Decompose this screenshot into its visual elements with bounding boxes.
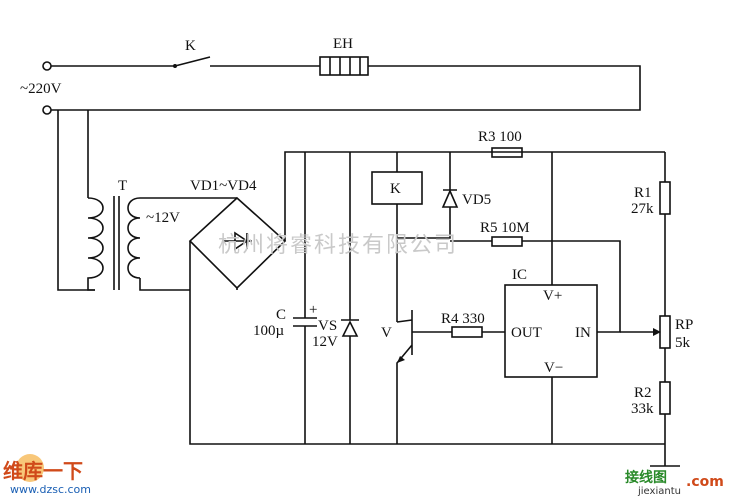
vd5-label: VD5 <box>462 192 491 208</box>
transistor-v <box>396 310 452 444</box>
resistor-r3 <box>491 147 523 158</box>
cap-plus: + <box>309 302 317 318</box>
zener-value: 12V <box>312 334 338 350</box>
switch-k-label: K <box>185 38 196 54</box>
r2-label: R2 <box>634 385 652 401</box>
r2-value: 33k <box>631 401 654 417</box>
ic-in: IN <box>575 325 591 341</box>
bridge-label: VD1~VD4 <box>190 178 257 194</box>
heater-label: EH <box>333 36 353 52</box>
primary-leads <box>57 110 95 291</box>
r5-label: R5 10M <box>480 220 530 236</box>
r3-label: R3 100 <box>478 129 522 145</box>
r4-label: R4 330 <box>441 311 485 327</box>
watermark: 杭州将睿科技有限公司 <box>218 233 458 258</box>
primary-coil <box>87 197 104 291</box>
r2-to-ground <box>650 414 680 467</box>
terminal-top <box>42 61 52 71</box>
wiper-arrow <box>653 328 661 336</box>
terminal-bottom <box>42 105 52 115</box>
ic-vminus: V− <box>544 360 563 376</box>
logo-right-com: .com <box>686 474 724 490</box>
rp-label: RP <box>675 317 693 333</box>
resistor-r1 <box>659 181 671 215</box>
heater-elements <box>329 57 361 75</box>
ic-vplus: V+ <box>543 288 562 304</box>
rp-value: 5k <box>675 335 691 351</box>
mains-label: ~220V <box>20 81 62 97</box>
resistor-r5 <box>491 236 523 247</box>
logo-right-url: jiexiantu <box>637 486 681 497</box>
logo-left-title: 维库一下 <box>3 459 83 483</box>
relay-label: K <box>390 181 401 197</box>
r1-value: 27k <box>631 201 654 217</box>
transistor-label: V <box>381 325 392 341</box>
zener-label: VS <box>318 318 337 334</box>
potentiometer-rp <box>659 315 671 349</box>
bridge-diode-symbol <box>222 231 252 251</box>
secondary-coil <box>127 197 141 279</box>
mains-return <box>51 65 641 111</box>
logo-right-cn: 接线图 <box>625 469 667 486</box>
ic-block <box>504 284 598 378</box>
transformer-label: T <box>118 178 127 194</box>
capacitor-c <box>293 152 317 444</box>
r1-label: R1 <box>634 185 652 201</box>
cap-value: 100µ <box>253 323 285 339</box>
r5-feedback <box>450 240 621 333</box>
logo-left-url: www.dzsc.com <box>10 483 91 496</box>
logo-left-icon <box>16 454 44 482</box>
positive-rail <box>284 151 665 241</box>
diode-vd5 <box>397 152 459 239</box>
secondary-leads <box>139 197 237 291</box>
secondary-label: ~12V <box>146 210 180 226</box>
ground-rail <box>189 241 665 445</box>
resistor-r4 <box>451 326 483 338</box>
mains-line-top <box>51 56 320 67</box>
cap-label: C <box>276 307 286 323</box>
ic-label: IC <box>512 267 527 283</box>
transformer-core <box>113 196 120 290</box>
resistor-r2 <box>659 381 671 415</box>
zener-vs <box>341 152 359 444</box>
switch-pivot <box>173 64 177 68</box>
emitter-arrow <box>397 356 405 363</box>
ic-out: OUT <box>511 325 542 341</box>
